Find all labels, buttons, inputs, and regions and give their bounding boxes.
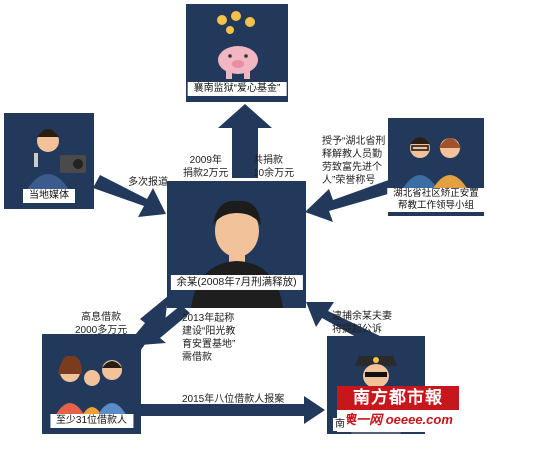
node-center-person: 余某(2008年7月刑满释放) (167, 181, 306, 308)
edge-honor-title: 授予“湖北省刑 释解教人员勤 劳致富先进个 人”荣誉称号 (322, 136, 386, 186)
brand-title: 南方都市報 (337, 386, 459, 410)
edge-base-claim: 2013年起称 建设“阳光教 育安置基地” 需借款 (182, 313, 236, 363)
node-committee-label: 湖北省社区矫正安置 帮教工作领导小组 (387, 188, 485, 212)
officials-icon (402, 137, 468, 190)
node-borrowers-label: 至少31位借款人 (49, 414, 134, 428)
node-prison-fund-label: 襄南监狱“爱心基金” (187, 82, 287, 96)
node-local-media: 当地媒体 (4, 113, 94, 209)
arrow-center-to-top (218, 104, 272, 178)
node-prison-fund: 襄南监狱“爱心基金” (186, 4, 288, 102)
brand-watermark: 南方都市報 奥一网 oeeee.com (337, 386, 459, 432)
arrow-report (141, 396, 325, 424)
piggy-bank-icon (217, 11, 258, 79)
node-police-label-partial: 南 (333, 418, 347, 431)
edge-donate-total: 共捐款 10余万元 (253, 155, 295, 179)
node-borrowers: 至少31位借款人 (42, 334, 141, 434)
node-local-media-label: 当地媒体 (23, 189, 75, 203)
edge-arrest: 逮捕余某夫妻 将提起公诉 (332, 311, 392, 335)
node-committee: 湖北省社区矫正安置 帮教工作领导小组 (387, 118, 485, 216)
edge-report-2015: 2015年八位借款人报案 (182, 394, 285, 405)
brand-subtitle: 奥一网 oeeee.com (343, 412, 453, 427)
edge-high-interest-loans: 高息借款 2000多万元 (75, 312, 128, 336)
edge-media-reports: 多次报道 (128, 177, 168, 188)
arrow-center-to-borrowers (140, 305, 190, 345)
arrow-right-to-center (305, 177, 402, 222)
reporter-icon (26, 129, 86, 191)
arrow-police-to-center (306, 302, 384, 347)
arrow-media-to-center (93, 175, 166, 217)
edge-donate-2009: 2009年 捐款2万元 (183, 155, 229, 179)
node-center-label: 余某(2008年7月刑满释放) (170, 275, 303, 290)
